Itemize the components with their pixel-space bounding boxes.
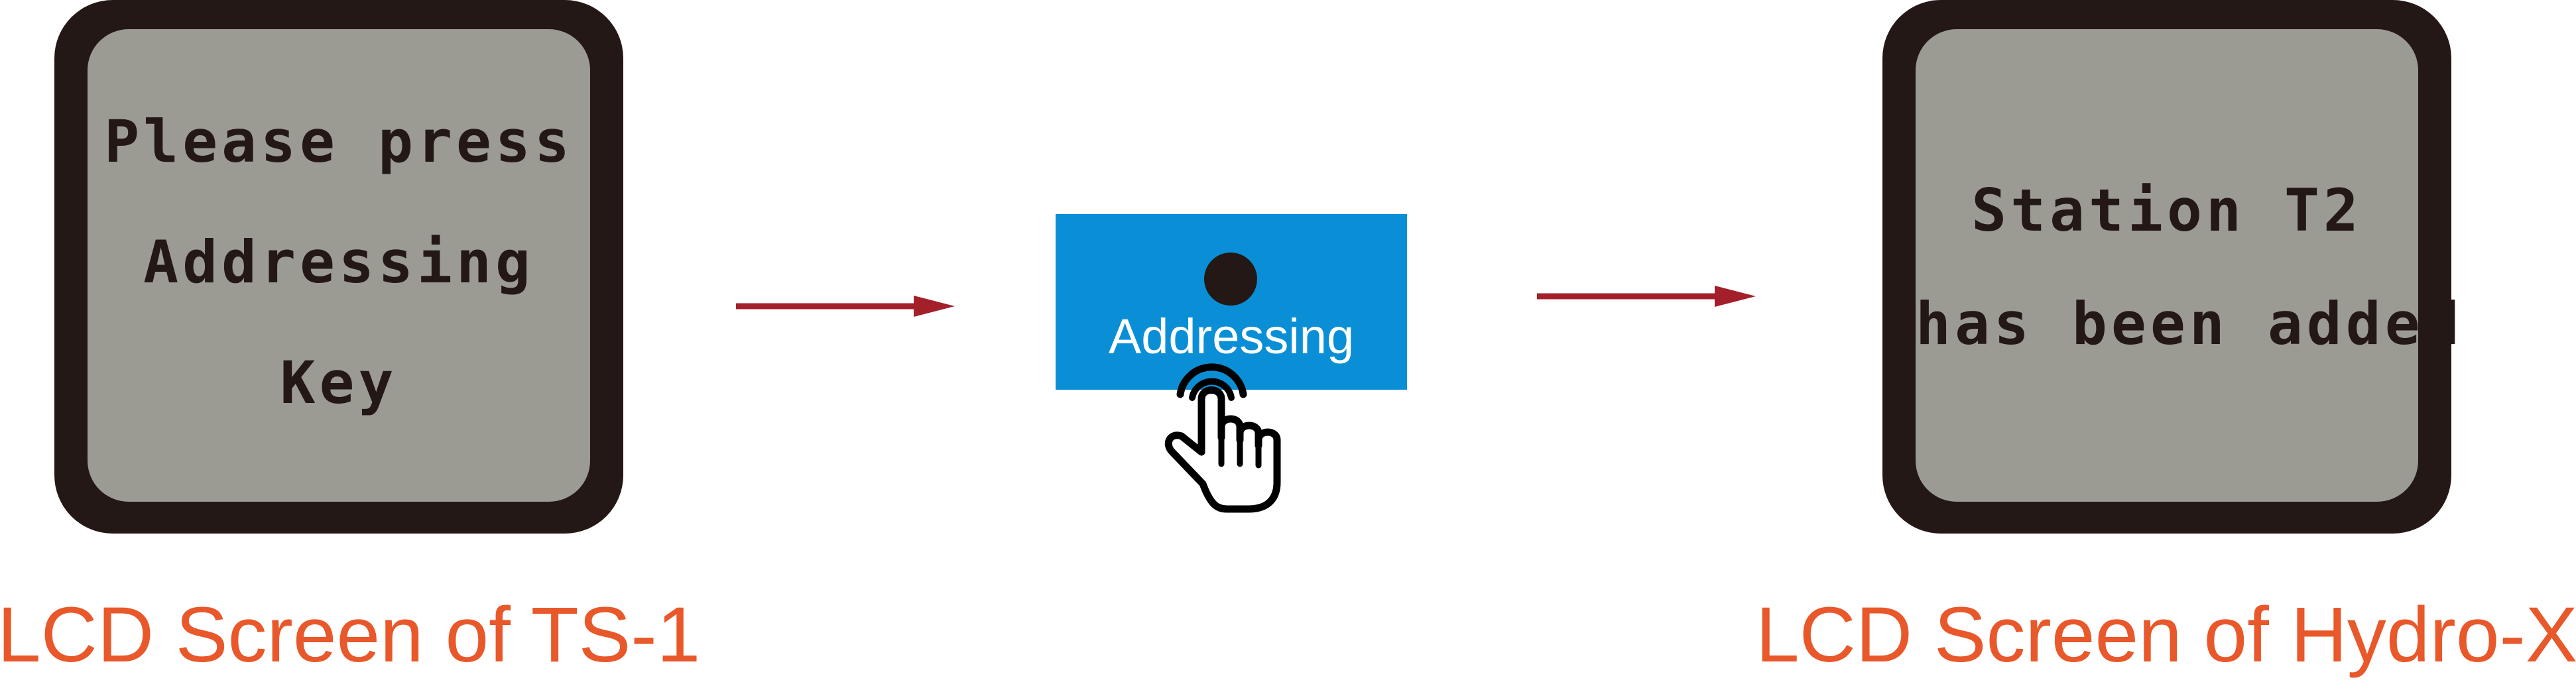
hand-pointer-icon [1164,363,1281,513]
lcd-line-3: Key [280,349,398,417]
arrow-right-icon [736,296,955,317]
caption-ts1: LCD Screen of TS-1 [0,591,701,679]
addressing-key-panel[interactable]: Addressing [1056,214,1407,390]
caption-hydro-x: LCD Screen of Hydro-X [1756,591,2576,679]
lcd-line-2: Addressing [143,228,534,296]
lcd-line-2: has been added [1916,290,2463,358]
lcd-line-1: Station T2 [1971,176,2362,245]
lcd-display-hydro-x: Station T2 has been added [1916,29,2463,502]
arrow-right-icon [1537,286,1756,307]
lcd-screen-hydro-x: Station T2 has been added [1882,0,2463,534]
addressing-key-label: Addressing [1108,309,1355,364]
led-dot-icon [1204,253,1257,306]
lcd-line-1: Please press [104,107,574,176]
lcd-screen-ts1: Please press Addressing Key [54,0,623,534]
lcd-display-ts1: Please press Addressing Key [88,29,590,502]
